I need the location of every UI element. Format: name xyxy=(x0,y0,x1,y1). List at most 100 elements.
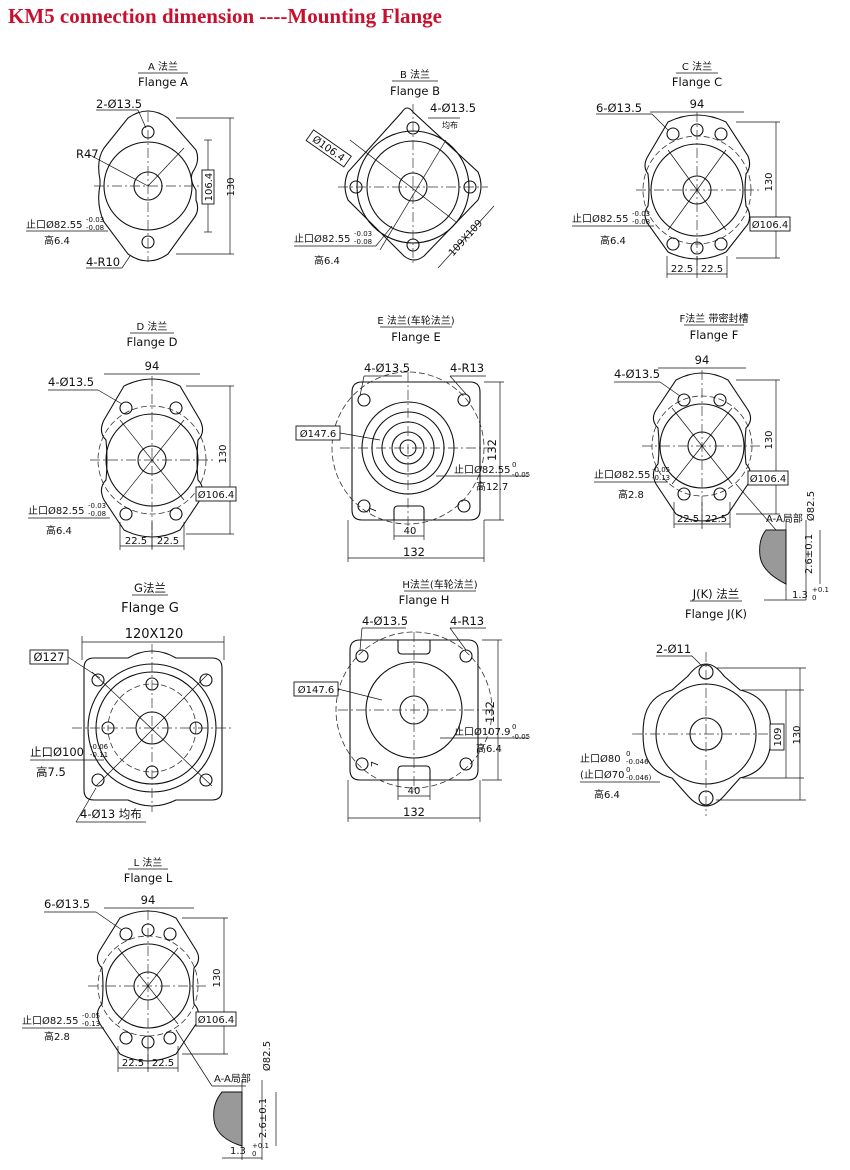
flange-f-cn-label: F法兰 带密封槽 xyxy=(680,312,749,325)
flange-g-square: 120X120 xyxy=(125,627,184,642)
flange-h-width: 132 xyxy=(403,805,425,819)
flange-h-tol-lo: -0.05 xyxy=(512,733,530,741)
flange-b-tol-lo: -0.08 xyxy=(354,238,372,246)
flange-e-en-label: Flange E xyxy=(391,330,440,344)
flange-l-en-label: Flange L xyxy=(124,871,173,885)
flange-f-groove-w: 1.3 xyxy=(792,590,808,601)
flange-e-holes: 4-Ø13.5 xyxy=(364,361,410,375)
flange-h-corners: 4-R13 xyxy=(450,614,484,628)
flange-b-pilot: 止口Ø82.55 xyxy=(294,233,351,245)
flange-a-holes: 2-Ø13.5 xyxy=(96,97,142,111)
flange-j-tol-lo: -0.046 xyxy=(626,758,649,766)
flange-b-en-label: Flange B xyxy=(390,84,440,98)
flange-j-tol-up: 0 xyxy=(626,750,630,758)
flange-c-tol-up: -0.03 xyxy=(632,210,650,218)
flange-l-groove-w-tol: +0.1 xyxy=(252,1142,269,1150)
flange-j-pilot: 止口Ø80 xyxy=(580,753,621,765)
flange-d-tol-up: -0.03 xyxy=(88,502,106,510)
flange-g-view: G法兰 Flange G 120X120 Ø127 止口Ø100 -0.06 -… xyxy=(29,581,232,823)
flange-l-dim-outer: 130 xyxy=(212,968,223,987)
flange-e-pilot: 止口Ø82.55 xyxy=(454,464,511,476)
flange-j-cn-label: J(K) 法兰 xyxy=(692,587,740,601)
flange-f-width: 94 xyxy=(695,353,710,367)
flange-l-groove-w: 1.3 xyxy=(230,1146,246,1157)
flange-g-height: 高7.5 xyxy=(36,765,66,779)
flange-l-section: A-A局部 xyxy=(214,1072,251,1085)
flange-a-height: 高6.4 xyxy=(44,234,70,247)
flange-b-square: 109X109 xyxy=(447,218,485,259)
flange-j-en-label: Flange J(K) xyxy=(685,607,747,621)
flange-e-slot: 40 xyxy=(404,526,417,537)
flange-h-slot: 40 xyxy=(408,786,421,797)
flange-a-view: A 法兰 Flange A 106.4 130 2-Ø13.5 R47 止口Ø8… xyxy=(26,60,237,269)
flange-l-view: L 法兰 Flange L 94 130 Ø106.4 6-Ø13.5 止口Ø8… xyxy=(22,856,277,1160)
flange-l-spacing-right: 22.5 xyxy=(152,1058,174,1069)
flange-h-tol-up: 0 xyxy=(512,723,516,731)
flange-a-tol-up: -0.03 xyxy=(86,216,104,224)
flange-g-bolt-circle: Ø127 xyxy=(33,650,64,664)
flange-a-radius: R47 xyxy=(76,147,99,161)
flange-j-view: J(K) 法兰 Flange J(K) 109 130 2-Ø11 止口Ø80 … xyxy=(580,587,806,816)
flange-j-dim-inner: 109 xyxy=(773,727,784,746)
flange-b-cn-label: B 法兰 xyxy=(400,68,430,81)
flange-f-section: A-A局部 xyxy=(766,512,803,525)
flange-e-dim-v: 132 xyxy=(485,439,499,461)
flange-f-groove-w-tol2: 0 xyxy=(812,594,816,602)
flange-d-pilot: 止口Ø82.55 xyxy=(28,505,85,517)
flange-f-tol-up: -0.05 xyxy=(652,466,670,474)
flange-h-cn-label: H法兰(车轮法兰) xyxy=(402,578,477,591)
page-title: KM5 connection dimension ----Mounting Fl… xyxy=(8,4,442,28)
flange-b-view: B 法兰 Flange B 4-Ø13.5 均布 Ø106.4 109X109 … xyxy=(294,68,495,269)
flange-c-view: C 法兰 Flange C 94 130 Ø106.4 6-Ø13.5 止口Ø8… xyxy=(572,60,791,278)
flange-f-pilot: 止口Ø82.55 xyxy=(594,469,651,481)
flange-h-bolt-circle: Ø147.6 xyxy=(298,684,335,696)
flange-a-tol-lo: -0.08 xyxy=(86,224,104,232)
flange-e-width: 132 xyxy=(403,545,425,559)
flange-d-spacing-left: 22.5 xyxy=(125,536,147,547)
flange-l-cn-label: L 法兰 xyxy=(134,856,163,869)
flange-f-en-label: Flange F xyxy=(690,328,739,342)
flange-h-height: 高6.4 xyxy=(476,742,502,755)
flange-h-dim-v: 132 xyxy=(483,701,497,723)
flange-d-height: 高6.4 xyxy=(46,524,72,537)
flange-j-pilot-k: (止口Ø70 xyxy=(580,769,625,781)
flange-d-dim-outer: 130 xyxy=(218,444,229,463)
flange-l-groove-h: 2.6±0.1 xyxy=(258,1098,269,1138)
flange-g-pilot: 止口Ø100 xyxy=(30,745,84,759)
flange-c-width: 94 xyxy=(690,97,705,111)
flange-c-holes: 6-Ø13.5 xyxy=(596,101,642,115)
flange-b-holes: 4-Ø13.5 xyxy=(430,101,476,115)
flange-f-view: F法兰 带密封槽 Flange F 94 130 Ø106.4 4-Ø13.5 … xyxy=(594,312,829,602)
flange-l-bolt-circle: Ø106.4 xyxy=(198,1014,235,1026)
flange-f-height: 高2.8 xyxy=(618,488,644,501)
flange-j-tol-k-up: 0 xyxy=(626,766,630,774)
flange-j-dim-outer: 130 xyxy=(792,725,803,744)
flange-f-groove-d: Ø82.5 xyxy=(805,491,817,521)
flange-f-spacing-left: 22.5 xyxy=(677,514,699,525)
flange-h-holes: 4-Ø13.5 xyxy=(362,614,408,628)
flange-c-en-label: Flange C xyxy=(672,75,722,89)
flange-b-tol-up: -0.03 xyxy=(354,230,372,238)
flange-a-corners: 4-R10 xyxy=(86,255,120,269)
flange-f-tol-lo: -0.13 xyxy=(652,474,670,482)
flange-a-en-label: Flange A xyxy=(138,75,188,89)
flange-e-bolt-circle: Ø147.6 xyxy=(300,428,337,440)
flange-b-height: 高6.4 xyxy=(314,254,340,267)
flange-f-groove-h: 2.6±0.1 xyxy=(804,534,815,574)
flange-l-pilot: 止口Ø82.55 xyxy=(22,1015,79,1027)
flange-e-view: E 法兰(车轮法兰) Flange E 40 132 132 7 4-Ø13.5 xyxy=(295,314,530,562)
flange-d-en-label: Flange D xyxy=(126,335,177,349)
flange-l-spacing-left: 22.5 xyxy=(122,1058,144,1069)
flange-c-height: 高6.4 xyxy=(600,234,626,247)
flange-c-cn-label: C 法兰 xyxy=(682,60,712,73)
flange-c-pilot: 止口Ø82.55 xyxy=(572,213,629,225)
flange-d-view: D 法兰 Flange D 94 130 Ø106.4 4-Ø13.5 止口Ø8… xyxy=(28,320,237,550)
flange-d-cn-label: D 法兰 xyxy=(137,320,168,333)
flange-l-holes: 6-Ø13.5 xyxy=(44,897,90,911)
flange-c-bolt-circle: Ø106.4 xyxy=(752,219,789,231)
flange-f-spacing-right: 22.5 xyxy=(705,514,727,525)
flange-h-key: 7 xyxy=(370,761,381,767)
flange-f-dim-outer: 130 xyxy=(764,430,775,449)
flange-l-groove-d: Ø82.5 xyxy=(261,1041,273,1071)
